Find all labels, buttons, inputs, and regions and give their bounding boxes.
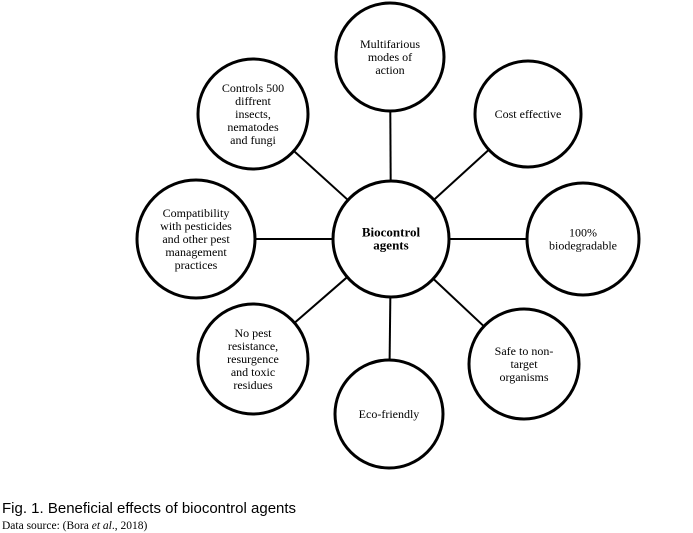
node-label-controls-line: and fungi (230, 133, 276, 147)
node-label-controls-line: insects, (235, 107, 271, 121)
node-label-multifarious-line: modes of (368, 50, 412, 64)
node-label-resistance-line: residues (233, 378, 273, 392)
node-label-biodegradable-line: 100% (569, 226, 597, 240)
node-label-resistance-line: resurgence (227, 352, 279, 366)
node-label-controls-line: nematodes (227, 120, 279, 134)
node-label-multifarious-line: Multifarious (360, 37, 420, 51)
center-node-label-line: Biocontrol (362, 225, 421, 240)
node-circle-safe (467, 307, 581, 421)
node-label-eco: Eco-friendly (359, 407, 420, 421)
node-label-resistance-line: resistance, (228, 339, 278, 353)
node-label-cost-line: Cost effective (495, 107, 562, 121)
figure-caption: Fig. 1. Beneficial effects of biocontrol… (2, 500, 297, 517)
center-node-label-line: agents (373, 238, 408, 253)
node-label-resistance-line: No pest (235, 326, 273, 340)
node-circle-multifarious (334, 1, 446, 113)
connector-safe (432, 277, 485, 328)
node-label-compatibility-line: with pesticides (160, 219, 232, 233)
node-circle-eco (333, 358, 445, 470)
node-circle-resistance (196, 302, 310, 416)
data-source: Data source: (Bora et al., 2018) (2, 520, 147, 532)
node-label-safe-line: target (510, 357, 538, 371)
connector-lines (255, 110, 527, 361)
node-label-controls-line: diffrent (235, 94, 271, 108)
node-label-compatibility-line: Compatibility (163, 206, 230, 220)
node-label-safe-line: organisms (499, 370, 548, 384)
node-circle-cost (473, 59, 583, 169)
node-circle-compatibility (135, 178, 257, 300)
node-label-eco-line: Eco-friendly (359, 407, 420, 421)
data-source-suffix: ., 2018) (111, 520, 148, 532)
data-source-prefix: Data source: (Bora (2, 520, 92, 532)
connector-controls (293, 150, 349, 201)
node-label-compatibility-line: management (165, 245, 227, 259)
node-label-multifarious-line: action (375, 63, 404, 77)
connector-cost (433, 148, 490, 201)
node-label-resistance-line: and toxic (231, 365, 275, 379)
connector-resistance (293, 276, 348, 324)
node-circle-controls (196, 57, 310, 171)
node-label-biodegradable-line: biodegradable (549, 239, 617, 253)
node-label-controls-line: Controls 500 (222, 81, 284, 95)
center-node-circle (331, 179, 451, 299)
connector-eco (388, 296, 392, 361)
node-label-biodegradable: 100%biodegradable (549, 226, 617, 253)
node-label-cost: Cost effective (495, 107, 562, 121)
node-label-safe-line: Safe to non- (495, 344, 554, 358)
node-label-compatibility-line: and other pest (162, 232, 230, 246)
data-source-italic: et al (91, 520, 112, 532)
node-label-compatibility-line: practices (175, 258, 218, 272)
node-circle-biodegradable (525, 181, 641, 297)
